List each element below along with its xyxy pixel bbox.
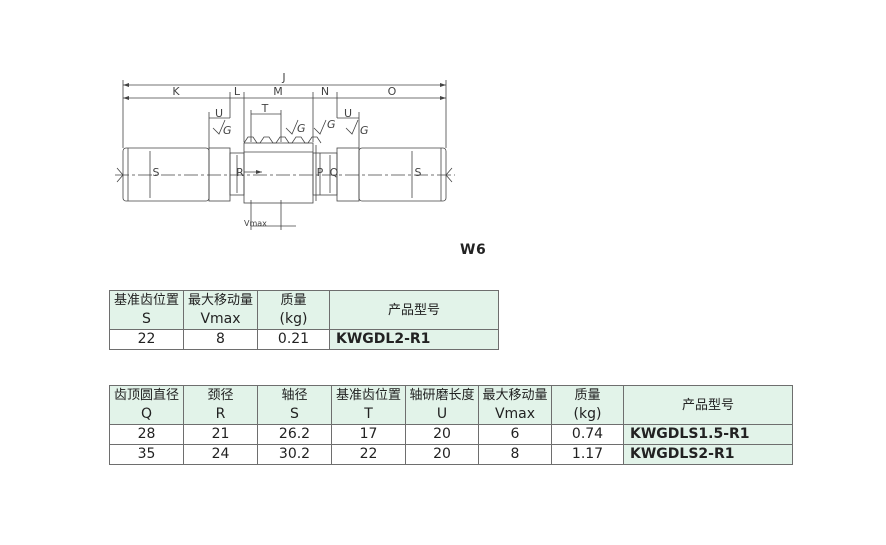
table-row: 22 8 0.21 KWGDL2-R1 bbox=[109, 329, 499, 350]
dim-T: T bbox=[261, 102, 269, 115]
cell-q: 35 bbox=[109, 444, 184, 465]
table-row: 28 21 26.2 17 20 6 0.74 KWGDLS1.5-R1 bbox=[109, 424, 793, 445]
symbol-T: T bbox=[331, 405, 406, 425]
cell-t: 17 bbox=[331, 424, 406, 445]
cell-vmax: 6 bbox=[478, 424, 552, 445]
cell-s: 22 bbox=[109, 329, 184, 350]
finish-G-4: G bbox=[360, 124, 369, 137]
symbol-S: S bbox=[109, 310, 184, 330]
cell-model: KWGDLS1.5-R1 bbox=[623, 424, 793, 445]
symbol-R: R bbox=[183, 405, 258, 425]
header-shaft-diameter: 轴径 bbox=[257, 385, 332, 405]
header-tip-diameter: 齿顶圆直径 bbox=[109, 385, 184, 405]
cell-vmax: 8 bbox=[183, 329, 258, 350]
header-model: 产品型号 bbox=[623, 385, 793, 425]
header-max-travel: 最大移动量 bbox=[183, 290, 258, 310]
dim-P: P bbox=[317, 166, 324, 179]
table-symbol-row: Q R S T U Vmax (kg) bbox=[109, 405, 793, 425]
dim-R: R bbox=[236, 166, 244, 179]
cell-mass: 0.21 bbox=[257, 329, 330, 350]
dim-N: N bbox=[321, 85, 329, 98]
cell-model: KWGDLS2-R1 bbox=[623, 444, 793, 465]
dim-S-right: S bbox=[415, 166, 422, 179]
cell-vmax: 8 bbox=[478, 444, 552, 465]
cell-u: 20 bbox=[405, 424, 479, 445]
spec-table-1: 基准齿位置 最大移动量 质量 产品型号 S Vmax (kg) 22 8 0.2… bbox=[109, 290, 499, 350]
symbol-Vmax: Vmax bbox=[183, 310, 258, 330]
symbol-Q: Q bbox=[109, 405, 184, 425]
dim-O: O bbox=[388, 85, 397, 98]
shaft-drawing: J K L M N O U T U G G G G S R P Q S Vmax bbox=[115, 71, 455, 230]
dim-L: L bbox=[234, 85, 241, 98]
header-ref-tooth: 基准齿位置 bbox=[331, 385, 406, 405]
symbol-S: S bbox=[257, 405, 332, 425]
dim-U-left: U bbox=[215, 107, 223, 120]
header-ref-tooth: 基准齿位置 bbox=[109, 290, 184, 310]
symbol-kg: (kg) bbox=[257, 310, 330, 330]
header-model: 产品型号 bbox=[329, 290, 499, 330]
cell-u: 20 bbox=[405, 444, 479, 465]
table-header-row: 基准齿位置 最大移动量 质量 产品型号 bbox=[109, 290, 499, 330]
finish-G-1: G bbox=[223, 124, 232, 137]
dim-K: K bbox=[172, 85, 180, 98]
header-neck-diameter: 颈径 bbox=[183, 385, 258, 405]
header-max-travel: 最大移动量 bbox=[478, 385, 552, 405]
dim-M: M bbox=[273, 85, 283, 98]
dim-Q: Q bbox=[330, 166, 339, 179]
cell-r: 24 bbox=[183, 444, 258, 465]
cell-mass: 0.74 bbox=[551, 424, 624, 445]
header-ground-length: 轴研磨长度 bbox=[405, 385, 479, 405]
dim-S-left: S bbox=[153, 166, 160, 179]
header-mass: 质量 bbox=[257, 290, 330, 310]
figure-label: W6 bbox=[460, 242, 487, 258]
dim-J: J bbox=[281, 71, 285, 84]
cell-s: 30.2 bbox=[257, 444, 332, 465]
dim-U-right: U bbox=[344, 107, 352, 120]
finish-G-2: G bbox=[297, 122, 306, 135]
cell-q: 28 bbox=[109, 424, 184, 445]
spec-table-2: 齿顶圆直径 颈径 轴径 基准齿位置 轴研磨长度 最大移动量 质量 产品型号 Q … bbox=[109, 385, 793, 465]
symbol-U: U bbox=[405, 405, 479, 425]
cell-t: 22 bbox=[331, 444, 406, 465]
cell-mass: 1.17 bbox=[551, 444, 624, 465]
finish-G-3: G bbox=[327, 118, 336, 131]
cell-model: KWGDL2-R1 bbox=[329, 329, 499, 350]
dim-Vmax: Vmax bbox=[244, 219, 267, 228]
table-header-row: 齿顶圆直径 颈径 轴径 基准齿位置 轴研磨长度 最大移动量 质量 产品型号 bbox=[109, 385, 793, 425]
header-mass: 质量 bbox=[551, 385, 624, 405]
symbol-Vmax: Vmax bbox=[478, 405, 552, 425]
cell-r: 21 bbox=[183, 424, 258, 445]
table-row: 35 24 30.2 22 20 8 1.17 KWGDLS2-R1 bbox=[109, 444, 793, 465]
symbol-kg: (kg) bbox=[551, 405, 624, 425]
table-symbol-row: S Vmax (kg) bbox=[109, 310, 499, 330]
cell-s: 26.2 bbox=[257, 424, 332, 445]
